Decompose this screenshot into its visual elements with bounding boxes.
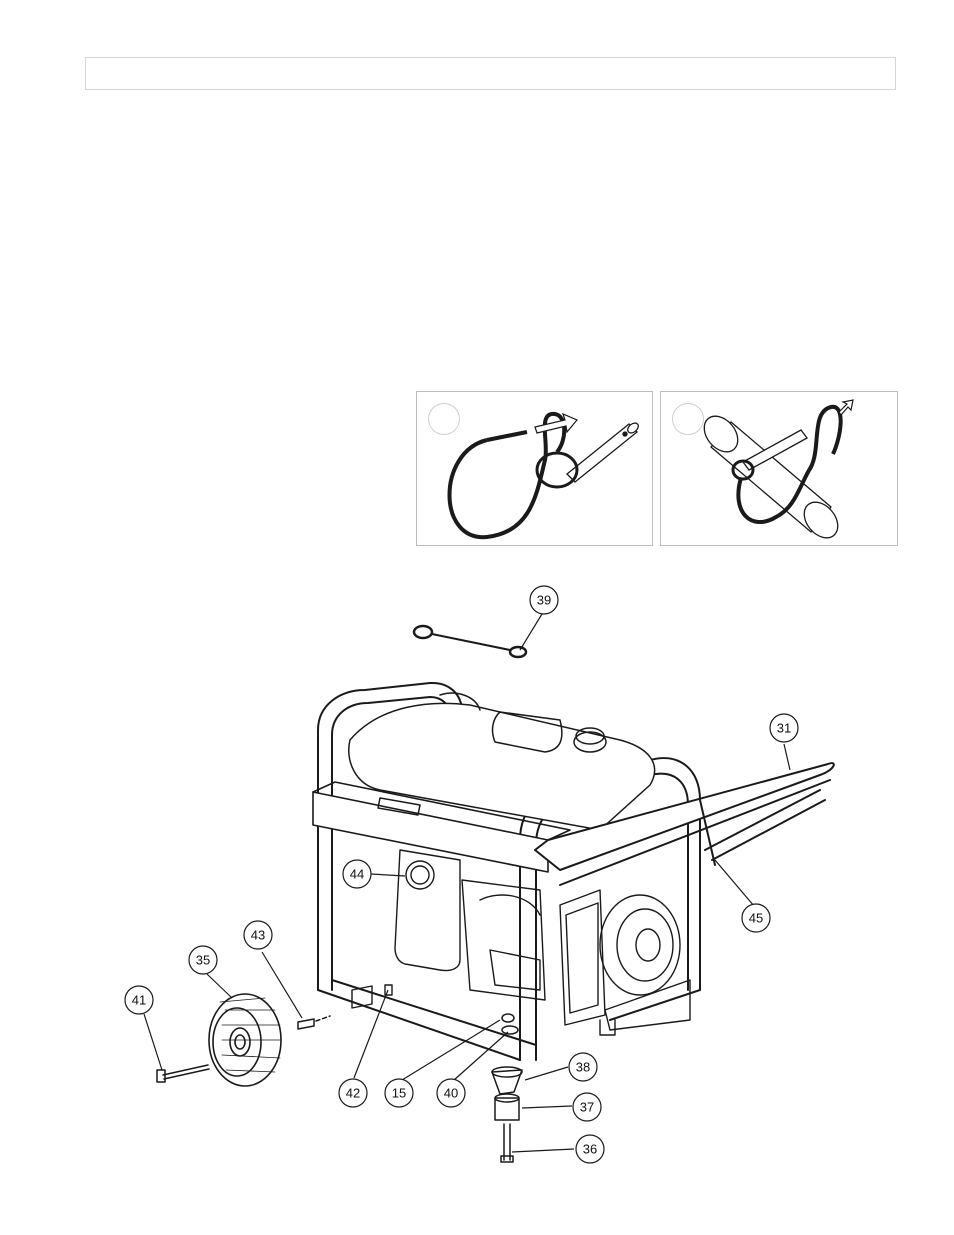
leader-39 bbox=[520, 614, 542, 650]
callout-label-15: 15 bbox=[392, 1086, 406, 1101]
callout-label-43: 43 bbox=[251, 928, 265, 943]
leader-31 bbox=[784, 744, 790, 770]
callout-label-31: 31 bbox=[777, 721, 791, 736]
leader-45 bbox=[715, 860, 754, 906]
wheel-part bbox=[209, 994, 281, 1086]
leader-36 bbox=[512, 1149, 574, 1152]
rubber-foot-part bbox=[492, 1067, 522, 1162]
callout-label-36: 36 bbox=[583, 1142, 597, 1157]
callout-label-42: 42 bbox=[346, 1086, 360, 1101]
spacer-part bbox=[298, 1016, 330, 1029]
leader-37 bbox=[522, 1106, 572, 1108]
callout-label-37: 37 bbox=[580, 1100, 594, 1115]
callout-label-41: 41 bbox=[132, 993, 146, 1008]
callout-label-44: 44 bbox=[350, 867, 364, 882]
leader-41 bbox=[144, 1014, 162, 1070]
nut-washer-part bbox=[502, 1014, 518, 1034]
leader-15 bbox=[402, 1020, 500, 1080]
callout-label-39: 39 bbox=[537, 593, 551, 608]
axle-bolt-part bbox=[157, 1065, 209, 1082]
leader-35 bbox=[207, 974, 232, 998]
leader-38 bbox=[525, 1067, 568, 1080]
pull-cable-part bbox=[414, 626, 526, 657]
callout-label-35: 35 bbox=[196, 953, 210, 968]
callout-label-45: 45 bbox=[749, 911, 763, 926]
callout-label-38: 38 bbox=[576, 1060, 590, 1075]
callout-label-40: 40 bbox=[444, 1086, 458, 1101]
